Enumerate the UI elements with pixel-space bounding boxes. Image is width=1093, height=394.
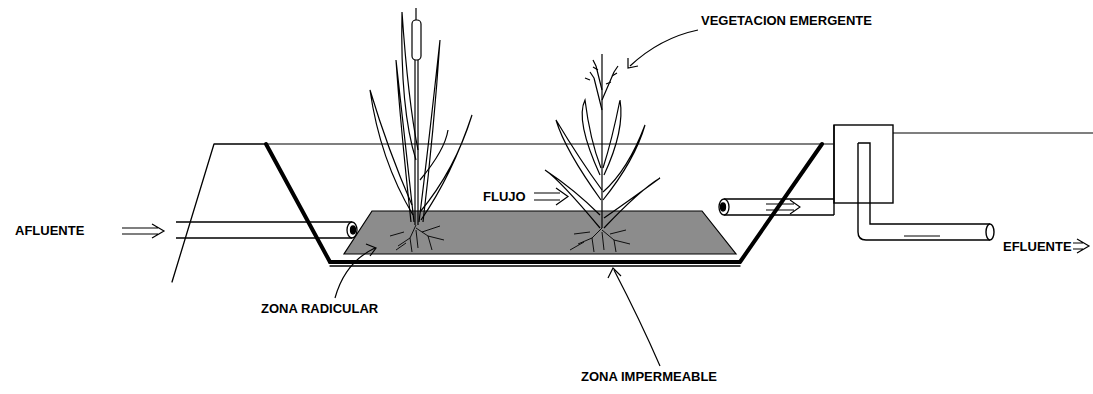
cattail-plant	[370, 8, 472, 225]
flow-label: FLUJO	[482, 190, 527, 204]
ground-line	[893, 132, 1093, 133]
outlet-structure	[834, 125, 994, 240]
root-zone-bed	[344, 211, 736, 254]
emergent-plant	[545, 54, 660, 228]
plant-roots	[390, 225, 630, 252]
vegetation-label: VEGETACION EMERGENTE	[700, 14, 873, 28]
outflow-label: EFLUENTE	[1002, 240, 1073, 254]
influent-pipe	[176, 222, 357, 238]
root-zone-label: ZONA RADICULAR	[260, 302, 379, 316]
outlet-pipe	[719, 199, 834, 215]
liner-slope	[266, 144, 330, 262]
inflow-label: AFLUENTE	[14, 224, 85, 238]
leader-line	[335, 30, 698, 366]
water-surface	[266, 143, 833, 144]
liner-edge	[330, 265, 740, 266]
berm-outline	[172, 144, 266, 282]
liner-label: ZONA IMPERMEABLE	[580, 370, 718, 384]
